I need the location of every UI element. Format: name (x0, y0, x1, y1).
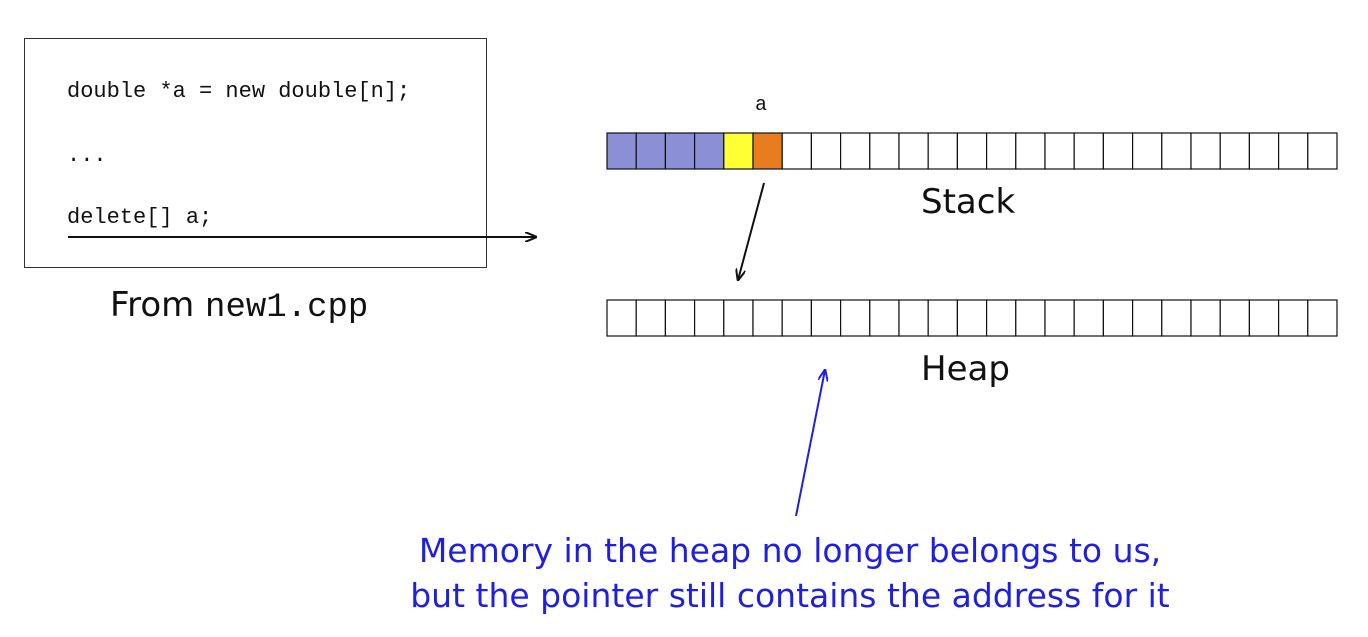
stack-cell (1219, 132, 1250, 170)
stack-cell (693, 132, 725, 170)
stack-cell (1044, 132, 1075, 170)
heap-cell (664, 299, 696, 337)
heap-cell (606, 299, 637, 337)
stack-cell (723, 132, 754, 170)
heap-note: Memory in the heap no longer belongs to … (390, 528, 1190, 618)
stack-cell (1248, 132, 1280, 170)
heap-cell (810, 299, 842, 337)
stack-cell (1190, 132, 1221, 170)
heap-cell (1073, 299, 1104, 337)
stack-cell (985, 132, 1017, 170)
stack-cell (752, 132, 783, 170)
heap-cell (985, 299, 1017, 337)
heap-cell (927, 299, 959, 337)
stack-title: Stack (921, 182, 1016, 222)
stack-cell (839, 132, 871, 170)
heap-cell (869, 299, 900, 337)
code-line-delete: delete[] a; (67, 205, 213, 230)
heap-cell (752, 299, 783, 337)
heap-cell (1102, 299, 1134, 337)
stack-cell (956, 132, 988, 170)
stack-cell (1307, 132, 1338, 170)
stack-cell (1277, 132, 1309, 170)
heap-cell (693, 299, 725, 337)
heap-cell (781, 299, 813, 337)
stack-cell (927, 132, 959, 170)
heap-cell (1161, 299, 1192, 337)
stack-cell (1161, 132, 1192, 170)
heap-cell (1015, 299, 1046, 337)
heap-cell (1307, 299, 1338, 337)
note-arrow (795, 370, 825, 517)
heap-cell (898, 299, 929, 337)
heap-cell (1131, 299, 1163, 337)
heap-title: Heap (921, 349, 1010, 389)
stack-cells (606, 132, 1338, 170)
heap-cell (1277, 299, 1309, 337)
note-line-2: but the pointer still contains the addre… (410, 576, 1170, 615)
caption-filename: new1.cpp (205, 289, 369, 327)
stack-cell (898, 132, 929, 170)
stack-cell (1131, 132, 1163, 170)
heap-cell (839, 299, 871, 337)
note-line-1: Memory in the heap no longer belongs to … (418, 531, 1162, 570)
stack-cell (1073, 132, 1104, 170)
heap-cell (956, 299, 988, 337)
heap-cell (723, 299, 754, 337)
heap-cell (635, 299, 667, 337)
code-line-ellipsis: ... (67, 143, 107, 168)
stack-cell (635, 132, 667, 170)
pointer-label: a (755, 94, 768, 117)
stack-cell (664, 132, 696, 170)
code-line-declaration: double *a = new double[n]; (67, 79, 411, 104)
stack-cell (781, 132, 813, 170)
heap-cell (1248, 299, 1280, 337)
stack-cell (606, 132, 637, 170)
stack-cell (1102, 132, 1134, 170)
pointer-arrow (738, 182, 765, 280)
caption-prefix: From (110, 285, 206, 325)
code-panel: double *a = new double[n]; ... delete[] … (24, 38, 487, 268)
heap-cell (1219, 299, 1250, 337)
stack-cell (1015, 132, 1046, 170)
heap-cells (606, 299, 1338, 337)
stack-cell (810, 132, 842, 170)
source-caption: From new1.cpp (110, 285, 368, 327)
heap-cell (1190, 299, 1221, 337)
heap-cell (1044, 299, 1075, 337)
stack-cell (869, 132, 900, 170)
